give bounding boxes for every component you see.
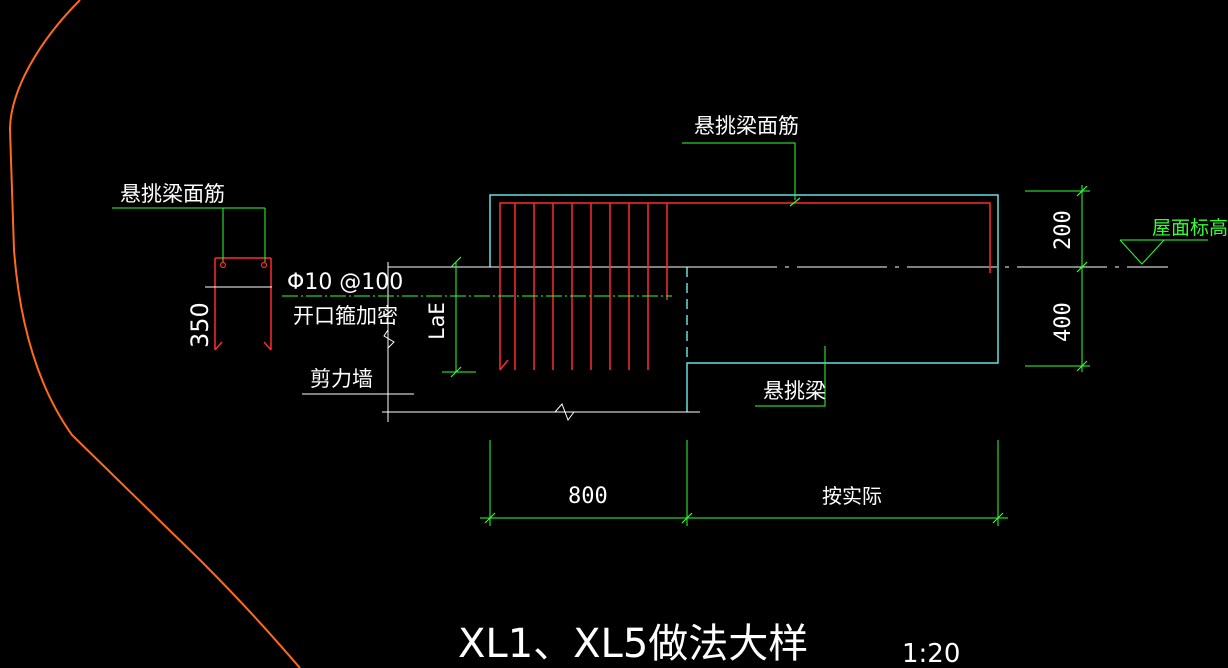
label-shear-wall: 剪力墙	[310, 367, 373, 391]
dim-section-depth: 350	[186, 302, 214, 348]
label-stirrup-spec: Φ10 @100	[287, 270, 403, 295]
dim-anchorage: LaE	[425, 302, 449, 340]
drawing-scale: 1:20	[902, 639, 960, 668]
top-bar-dot-right	[260, 261, 268, 269]
beam-section	[112, 207, 272, 351]
label-top-bar-left: 悬挑梁面筋	[120, 182, 225, 206]
depth-dimension	[1025, 185, 1090, 372]
top-bar-dot-left	[219, 261, 227, 269]
width-dimension	[480, 440, 1008, 526]
dim-width-left: 800	[568, 484, 608, 509]
main-elevation	[282, 142, 1168, 422]
dim-width-right: 按实际	[822, 484, 882, 508]
label-top-bar-right: 悬挑梁面筋	[694, 114, 799, 138]
label-cantilever-beam: 悬挑梁	[763, 379, 826, 403]
label-stirrup-note: 开口箍加密	[293, 304, 398, 328]
dim-depth-top: 200	[1051, 210, 1076, 250]
roof-elevation-symbol	[1119, 239, 1208, 265]
label-roof-elevation: 屋面标高	[1152, 217, 1228, 239]
drawing-title: XL1、XL5做法大样	[458, 621, 808, 667]
boundary-curve	[8, 0, 301, 668]
dim-depth-bottom: 400	[1051, 302, 1076, 342]
